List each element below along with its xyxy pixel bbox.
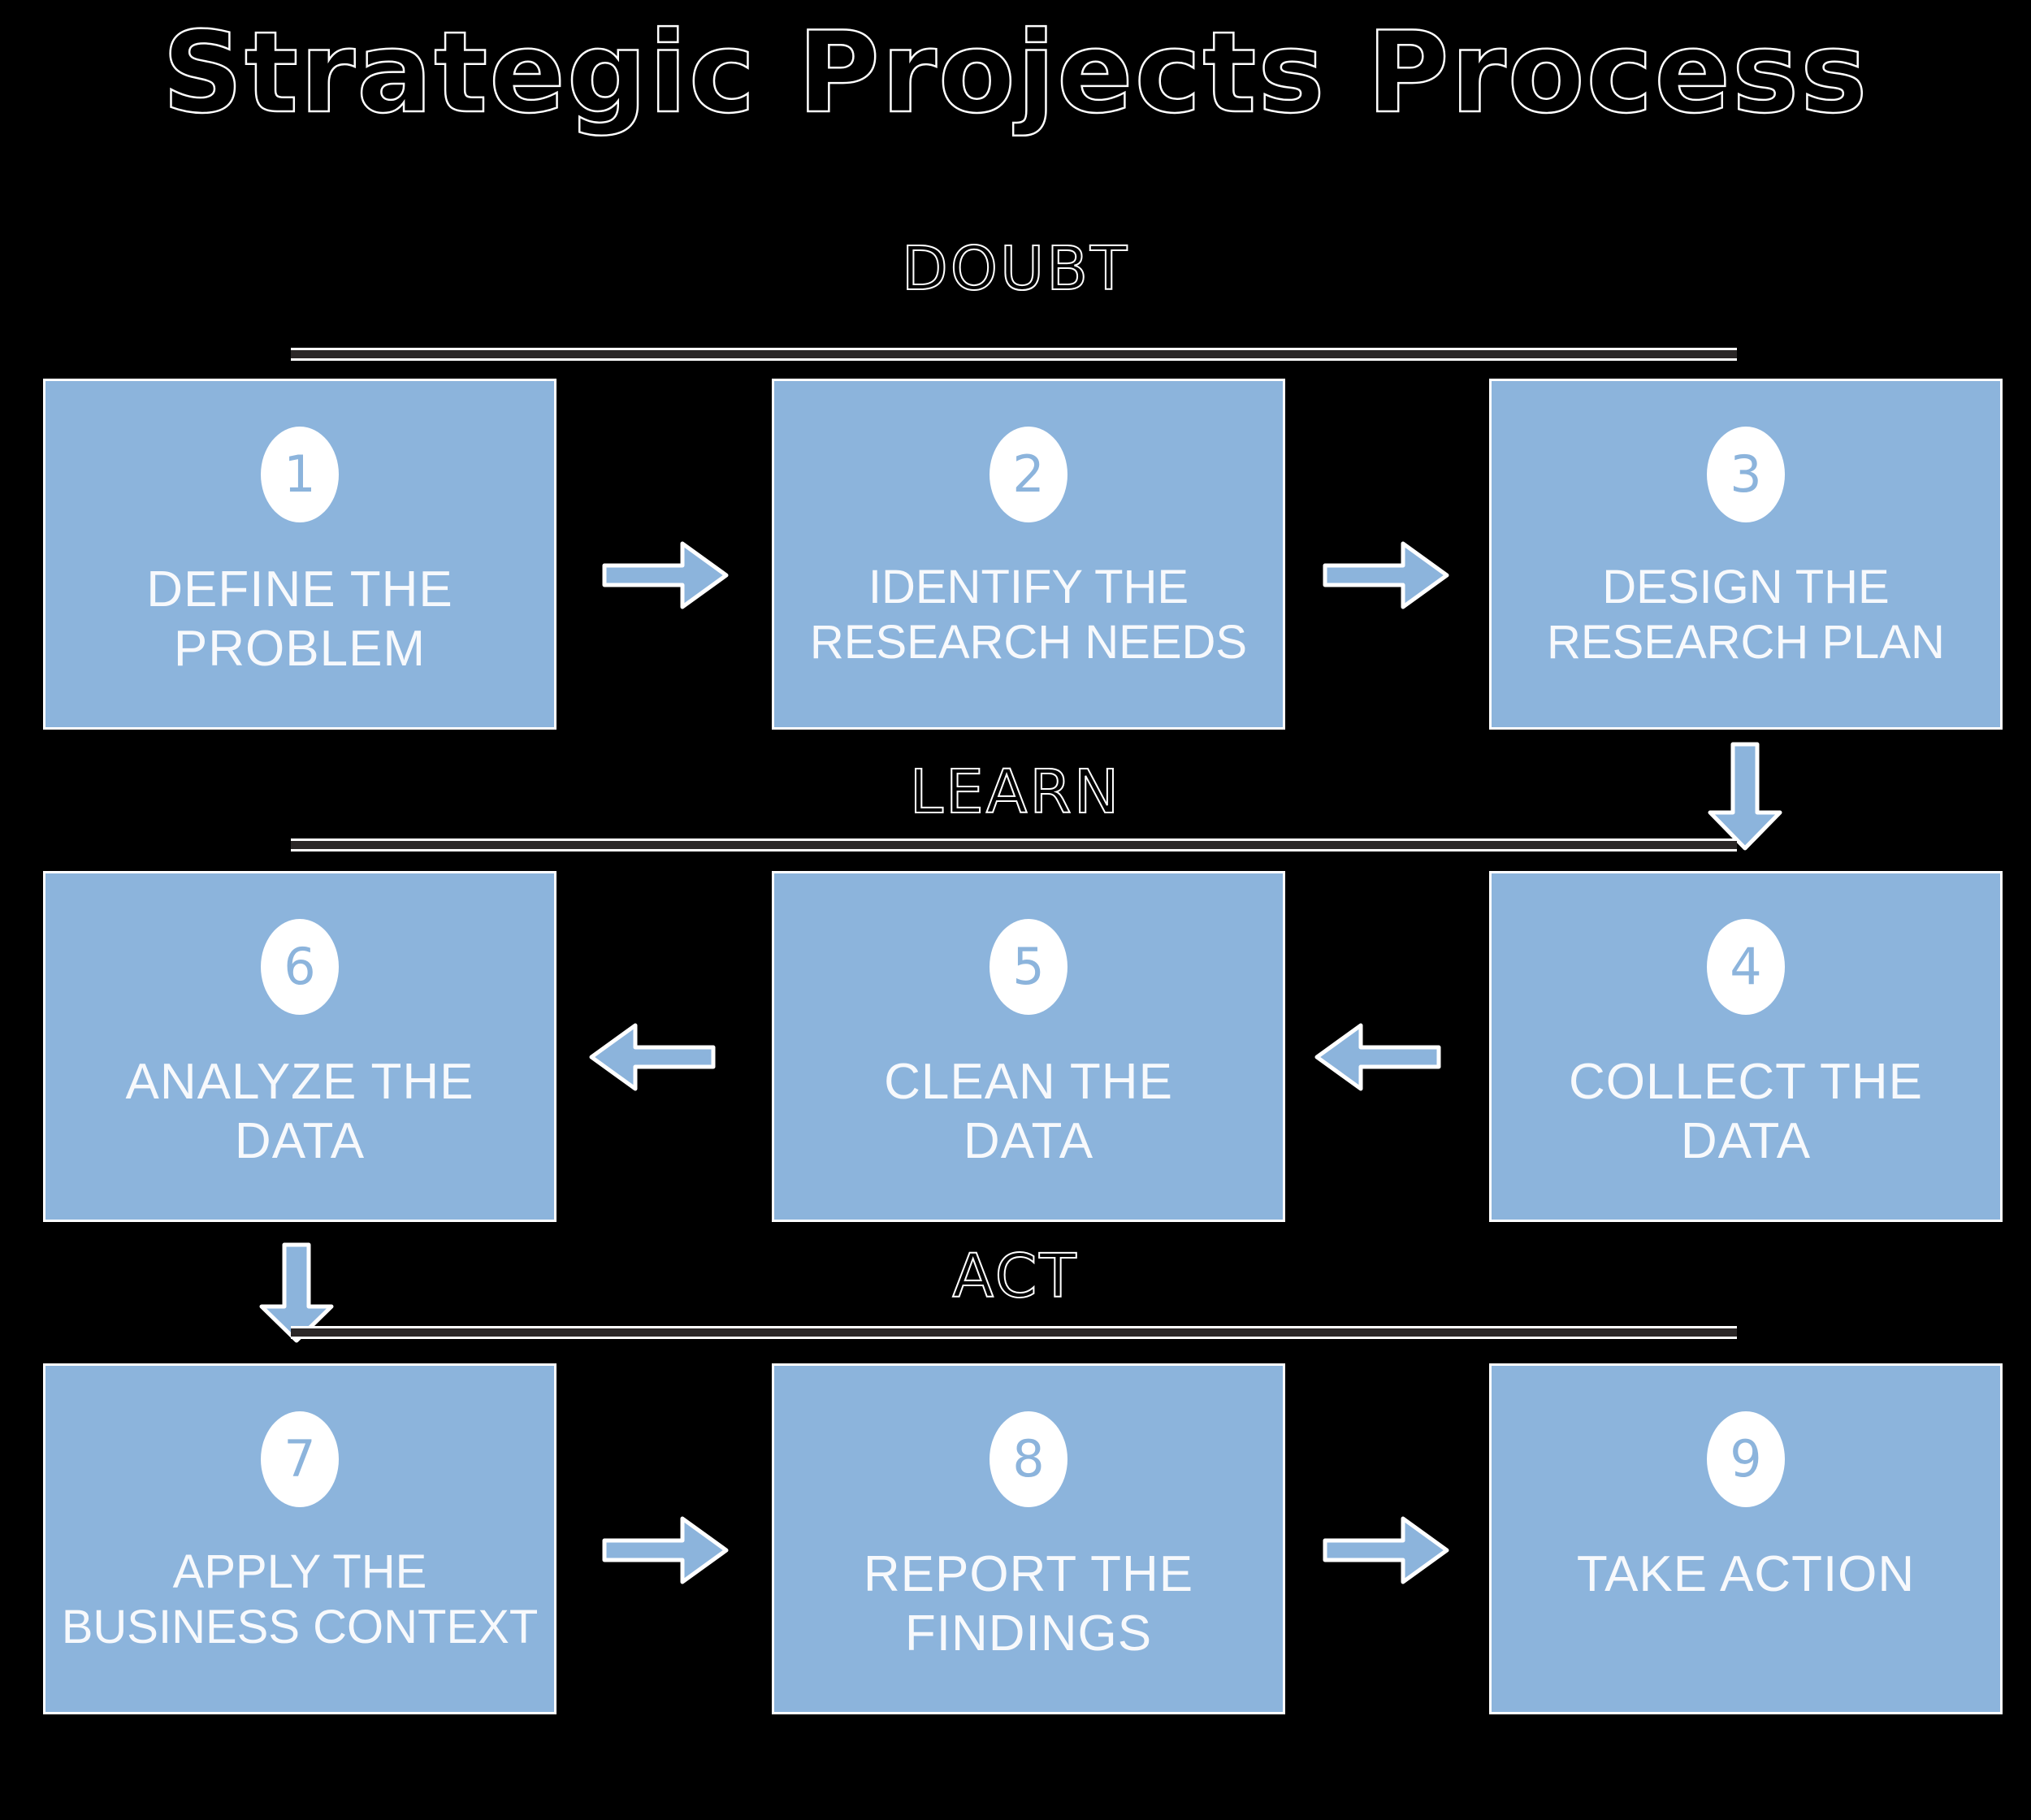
- step-number-6: 6: [284, 937, 316, 996]
- step-number-3: 3: [1730, 444, 1762, 504]
- step-number-5: 5: [1012, 937, 1045, 996]
- arrow-step2-to-step3-icon: [1322, 532, 1452, 618]
- phase-label-doubt: DOUBT: [901, 233, 1130, 305]
- step-number-9: 9: [1730, 1429, 1762, 1488]
- step-number-4: 4: [1730, 937, 1762, 996]
- arrow-step6-to-step7-icon: [253, 1242, 340, 1344]
- step-badge-7: 7: [261, 1411, 339, 1507]
- step-box-7[interactable]: 7 APPLY THE BUSINESS CONTEXT: [43, 1363, 556, 1714]
- step-label-9: TAKE ACTION: [1576, 1546, 1916, 1602]
- step-badge-3: 3: [1707, 427, 1785, 522]
- step-badge-2: 2: [990, 427, 1067, 522]
- step-number-8: 8: [1012, 1429, 1045, 1488]
- step-label-8: REPORT THE FINDINGS: [863, 1546, 1194, 1662]
- step-label-4: COLLECT THE DATA: [1569, 1054, 1923, 1170]
- phase-divider-learn: [291, 838, 1737, 852]
- step-label-1: DEFINE THE PROBLEM: [146, 561, 453, 678]
- phase-divider-doubt: [291, 348, 1737, 361]
- step-label-7: APPLY THE BUSINESS CONTEXT: [61, 1545, 539, 1654]
- step-badge-1: 1: [261, 427, 339, 522]
- step-badge-9: 9: [1707, 1411, 1785, 1507]
- arrow-step7-to-step8-icon: [601, 1507, 731, 1593]
- step-box-1[interactable]: 1 DEFINE THE PROBLEM: [43, 379, 556, 730]
- arrow-step5-to-step6-icon: [587, 1014, 717, 1100]
- arrow-step1-to-step2-icon: [601, 532, 731, 618]
- step-box-4[interactable]: 4 COLLECT THE DATA: [1489, 871, 2003, 1222]
- step-box-5[interactable]: 5 CLEAN THE DATA: [772, 871, 1285, 1222]
- phase-divider-act: [291, 1326, 1737, 1339]
- step-box-2[interactable]: 2 IDENTIFY THE RESEARCH NEEDS: [772, 379, 1285, 730]
- step-label-2: IDENTIFY THE RESEARCH NEEDS: [809, 561, 1248, 670]
- page-title: Strategic Projects Process: [161, 7, 1869, 138]
- step-number-7: 7: [284, 1429, 316, 1488]
- step-label-3: DESIGN THE RESEARCH PLAN: [1547, 561, 1945, 670]
- step-label-5: CLEAN THE DATA: [884, 1054, 1173, 1170]
- phase-label-learn: LEARN: [909, 756, 1122, 828]
- step-box-3[interactable]: 3 DESIGN THE RESEARCH PLAN: [1489, 379, 2003, 730]
- phase-label-act: ACT: [951, 1241, 1079, 1312]
- step-badge-5: 5: [990, 919, 1067, 1015]
- step-number-1: 1: [284, 444, 316, 504]
- step-box-6[interactable]: 6 ANALYZE THE DATA: [43, 871, 556, 1222]
- step-label-6: ANALYZE THE DATA: [125, 1054, 474, 1170]
- step-number-2: 2: [1012, 444, 1045, 504]
- step-box-9[interactable]: 9 TAKE ACTION: [1489, 1363, 2003, 1714]
- step-badge-6: 6: [261, 919, 339, 1015]
- step-badge-8: 8: [990, 1411, 1067, 1507]
- step-box-8[interactable]: 8 REPORT THE FINDINGS: [772, 1363, 1285, 1714]
- step-badge-4: 4: [1707, 919, 1785, 1015]
- arrow-step3-to-step4-icon: [1702, 741, 1788, 852]
- arrow-step8-to-step9-icon: [1322, 1507, 1452, 1593]
- arrow-step4-to-step5-icon: [1312, 1014, 1442, 1100]
